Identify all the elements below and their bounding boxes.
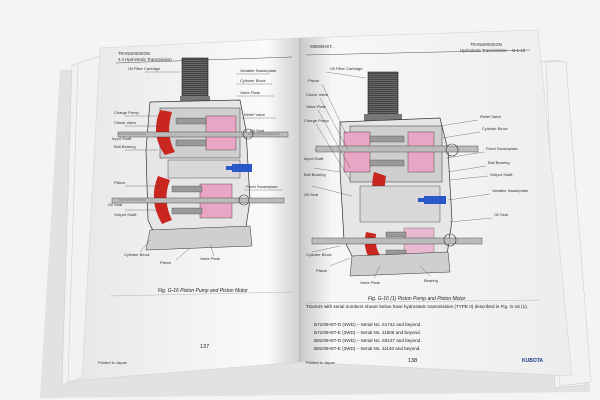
right-label-13: Output Shaft (490, 172, 513, 177)
left-caption: Fig. G-16 Piston Pump and Piston Motor (158, 288, 248, 294)
left-input-shaft (117, 131, 289, 138)
right-header-title: TRANSMISSION (470, 42, 502, 47)
left-label-12: Fixed Swashplate (246, 184, 278, 189)
right-filter-cartridge (367, 71, 399, 117)
right-label-14: Variable Swashplate (492, 188, 529, 193)
right-label-18: Valve Plate (360, 280, 381, 285)
right-output-shaft (311, 237, 483, 245)
right-model-4: B8100HST-E (2WD) – Serial No. 11140 and … (314, 346, 421, 351)
right-label-1: Oil Filter Cartridge (330, 66, 363, 71)
left-label-4: Valve Plate (240, 90, 261, 95)
left-label-17: Piston (160, 260, 171, 265)
left-filter-cartridge (181, 57, 209, 99)
right-intro: Tractors with serial numbers shown below… (306, 304, 528, 309)
right-label-17: Piston (316, 268, 327, 273)
right-label-9: Relief Valve (480, 114, 502, 119)
left-label-15: Cylinder Block (124, 252, 150, 257)
right-model-3: B8100HST-D (4WD) – Serial No. 50127 and … (314, 338, 422, 343)
right-label-2: Piston (308, 78, 319, 83)
left-label-8: Oil Seal (250, 128, 264, 133)
right-label-7: Ball Bearing (304, 172, 326, 177)
right-intro-box: Tractors with serial numbers shown below… (306, 304, 528, 309)
left-label-14: Output Shaft (114, 212, 137, 217)
right-model-1: B7100HST-D (4WD) – Serial No. 51742 and … (314, 322, 422, 327)
right-labels: Oil Filter Cartridge Piston Check Valve … (304, 66, 529, 285)
right-label-16: Cylinder Block (306, 252, 332, 257)
right-label-12: Ball Bearing (488, 160, 510, 165)
left-header-subtitle: 4.4 Hydrostatic Transmission (118, 57, 172, 62)
right-relief-valve (424, 196, 446, 204)
right-model-2: B7100HST-E (2WD) – Serial No. 11806 and … (314, 330, 421, 335)
left-label-3: Cylinder Block (240, 78, 266, 83)
right-input-shaft (315, 145, 479, 153)
right-label-6: Input Shaft (304, 156, 324, 161)
right-caption: Fig. G-16 (1) Piston Pump and Piston Mot… (368, 296, 466, 302)
left-label-13: Oil Seal (108, 202, 122, 207)
left-label-10: Ball Bearing (114, 144, 136, 149)
right-label-4: Valve Plate (306, 104, 327, 109)
left-label-7: Relief Valve (244, 112, 266, 117)
left-label-2: Variable Swashplate (240, 68, 277, 73)
left-label-16: Valve Plate (200, 256, 221, 261)
left-relief-valve (232, 164, 252, 172)
left-label-5: Charge Pump (114, 110, 139, 115)
left-labels: Oil Filter Cartridge Variable Swashplate… (108, 66, 282, 265)
left-output-shaft (111, 197, 285, 204)
left-label-9: Input Shaft (112, 136, 132, 141)
right-header-sub: Hydrostatic Transmission (460, 48, 507, 53)
left-diagram (111, 57, 289, 251)
right-label-3: Check Valve (306, 92, 329, 97)
right-page-number: 138 (408, 358, 417, 364)
right-label-5: Charge Pump (304, 118, 329, 123)
right-label-10: Cylinder Block (482, 126, 508, 131)
left-footer-note: Printed in Japan (98, 360, 127, 365)
right-label-8: Oil Seal (304, 192, 318, 197)
left-label-6: Check Valve (114, 120, 137, 125)
right-footer-note: Printed in Japan (306, 360, 335, 365)
right-diagram (311, 71, 483, 277)
right-header: W8000HST... TRANSMISSION Hydrostatic Tra… (305, 42, 531, 56)
right-header-left: W8000HST... (310, 44, 335, 49)
right-label-19: Bearing (424, 278, 438, 283)
left-header-title: TRANSMISSION (118, 51, 150, 56)
right-brand-logo: KUBOTA (522, 358, 543, 364)
right-label-11: Fixed Swashplate (486, 146, 518, 151)
left-label-11: Piston (114, 180, 125, 185)
left-label-1: Oil Filter Cartridge (128, 66, 161, 71)
right-header-code: G-1-10 (512, 48, 526, 53)
left-page-number: 137 (200, 344, 209, 350)
right-label-15: Oil Seal (494, 212, 508, 217)
